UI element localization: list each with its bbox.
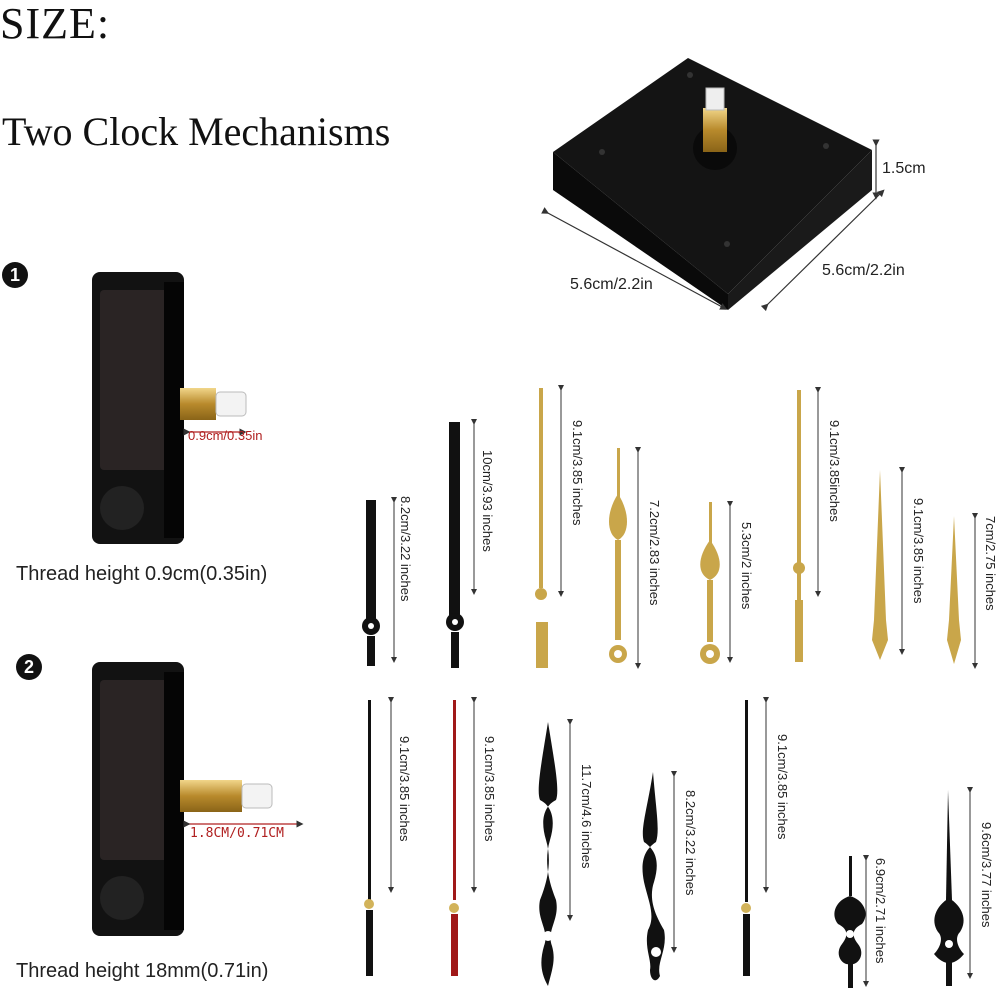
hand-2-6-length-label: 6.9cm/2.71 inches xyxy=(873,858,888,964)
hand-1-1 xyxy=(362,500,380,666)
hand-1-2 xyxy=(446,422,464,668)
hand-1-5-length-label: 5.3cm/2 inches xyxy=(739,522,754,610)
hand-2-3 xyxy=(538,722,558,986)
mechanism-1-badge: 1 xyxy=(2,262,28,288)
hand-1-4-length-label: 7.2cm/2.83 inches xyxy=(647,500,662,606)
hand-2-1 xyxy=(364,700,374,976)
hand-1-7 xyxy=(872,470,888,660)
hand-1-6 xyxy=(793,390,805,662)
mechanism-length-label: 5.6cm/2.2in xyxy=(822,262,905,279)
hand-2-5-length-label: 9.1cm/3.85 inches xyxy=(775,734,790,840)
hand-2-4 xyxy=(642,772,665,981)
hand-1-5 xyxy=(700,502,720,664)
hand-1-8-length-label: 7cm/2.75 inches xyxy=(983,516,998,611)
hands-row-1 xyxy=(362,385,978,669)
hand-1-4 xyxy=(609,448,627,663)
mechanism-1-shaft-label: 0.9cm/0.35in xyxy=(188,428,263,443)
mechanism-1-illustration xyxy=(92,272,247,544)
hand-1-6-length-label: 9.1cm/3.85inches xyxy=(827,420,842,522)
hand-2-2 xyxy=(449,700,459,976)
hand-1-7-length-label: 9.1cm/3.85 inches xyxy=(911,498,926,604)
hand-1-3-length-label: 9.1cm/3.85 inches xyxy=(570,420,585,526)
hand-2-5 xyxy=(741,700,751,976)
hands-row-2 xyxy=(364,697,973,988)
mechanism-width-label: 5.6cm/2.2in xyxy=(570,276,653,293)
hand-2-3-length-label: 11.7cm/4.6 inches xyxy=(579,764,594,869)
hand-2-7 xyxy=(934,790,964,986)
mechanism-2-shaft-label: 1.8CM/0.71CM xyxy=(190,826,284,841)
mechanism-2-badge: 2 xyxy=(16,654,42,680)
mechanism-1-caption: Thread height 0.9cm(0.35in) xyxy=(16,563,268,585)
hand-2-4-length-label: 8.2cm/3.22 inches xyxy=(683,790,698,896)
hand-1-2-length-label: 10cm/3.93 inches xyxy=(480,450,495,552)
hand-2-2-length-label: 9.1cm/3.85 inches xyxy=(482,736,497,842)
hand-1-1-length-label: 8.2cm/3.22 inches xyxy=(398,496,413,602)
hand-2-7-length-label: 9.6cm/3.77 inches xyxy=(979,822,994,928)
hand-2-1-length-label: 9.1cm/3.85 inches xyxy=(397,736,412,842)
hand-1-8 xyxy=(947,516,961,664)
size-heading: SIZE: xyxy=(0,0,111,48)
hand-1-3 xyxy=(535,388,548,668)
mechanism-2-illustration xyxy=(92,662,304,936)
mechanism-depth-label: 1.5cm xyxy=(882,160,926,177)
hand-2-6 xyxy=(834,856,866,988)
mechanism-2-caption: Thread height 18mm(0.71in) xyxy=(16,960,269,982)
subtitle: Two Clock Mechanisms xyxy=(2,109,391,154)
